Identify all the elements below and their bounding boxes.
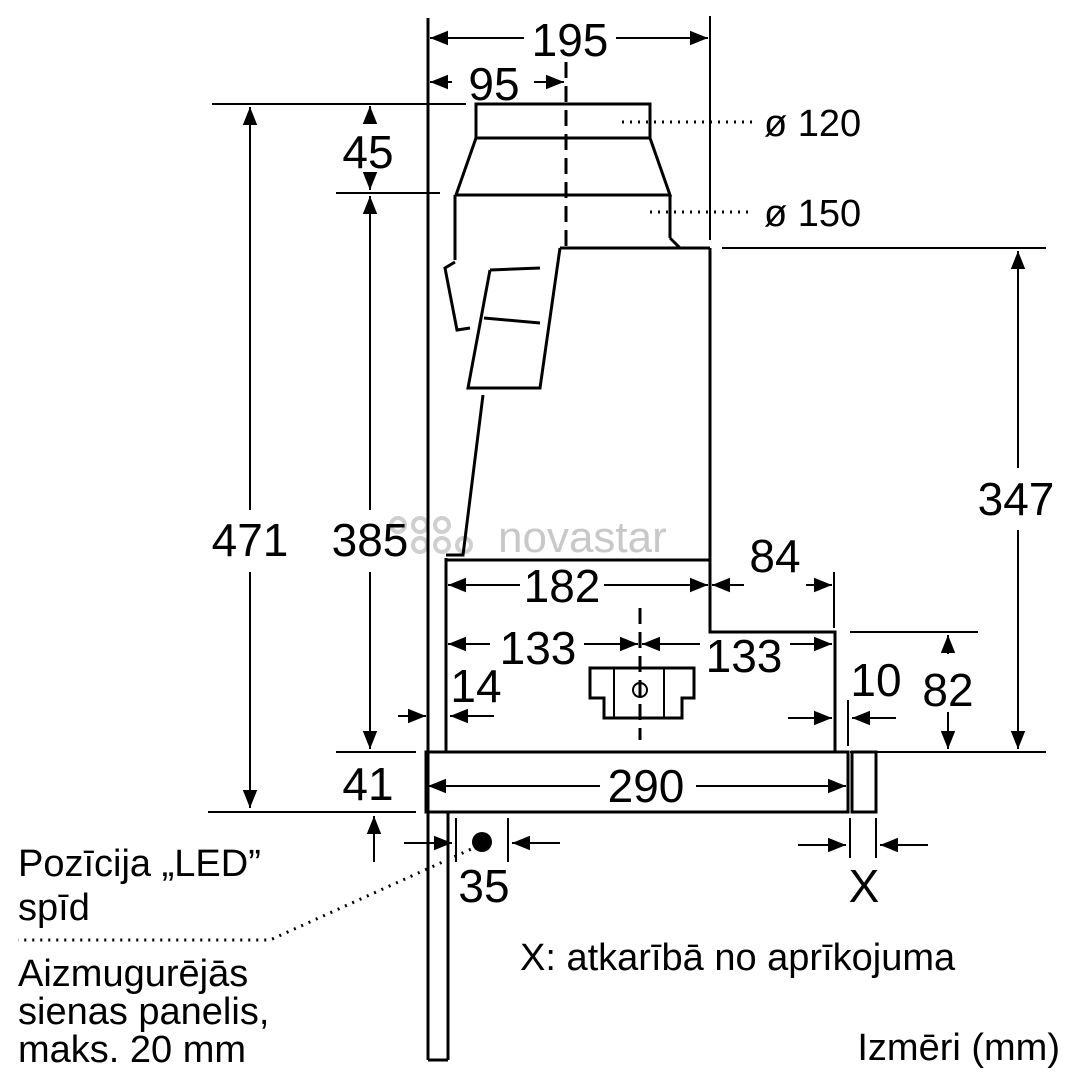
back-panel-label-line1: Aizmugurējās — [18, 953, 248, 995]
dim-10: 10 — [850, 654, 901, 706]
hood-body — [424, 195, 878, 814]
led-indicator-icon — [472, 832, 492, 852]
dim-82: 82 — [922, 664, 973, 716]
dim-95: 95 — [468, 58, 519, 110]
dim-45: 45 — [342, 126, 393, 178]
duct-connector — [453, 102, 673, 197]
units-label: Izmēri (mm) — [857, 1027, 1060, 1069]
x-note-label: X: atkarībā no aprīkojuma — [520, 937, 956, 979]
dim-diameter-150: ø 150 — [764, 193, 861, 235]
led-position-label-line2: spīd — [18, 887, 90, 929]
dim-290: 290 — [608, 760, 685, 812]
back-panel-label-line2: sienas panelis, — [18, 991, 269, 1033]
dim-385: 385 — [332, 514, 409, 566]
dim-133-right: 133 — [706, 630, 783, 682]
dim-133-left: 133 — [500, 622, 577, 674]
extension-lines — [208, 16, 1046, 862]
dim-471: 471 — [212, 514, 289, 566]
leader-lines — [18, 120, 754, 942]
dim-diameter-120: ø 120 — [764, 103, 861, 145]
dimension-lines — [242, 30, 1026, 862]
dim-182: 182 — [524, 560, 601, 612]
dim-35: 35 — [458, 860, 509, 912]
back-panel-label-line3: maks. 20 mm — [18, 1029, 246, 1071]
led-position-label-line1: Pozīcija „LED” — [18, 843, 261, 885]
dim-347: 347 — [978, 473, 1055, 525]
dim-84: 84 — [749, 530, 800, 582]
dim-195: 195 — [532, 14, 609, 66]
fan-bracket — [588, 666, 696, 720]
dim-14: 14 — [450, 660, 501, 712]
dim-x: X — [849, 860, 880, 912]
dim-41: 41 — [342, 758, 393, 810]
back-wall-panel — [426, 18, 450, 1062]
watermark-text: novastar — [498, 513, 667, 562]
